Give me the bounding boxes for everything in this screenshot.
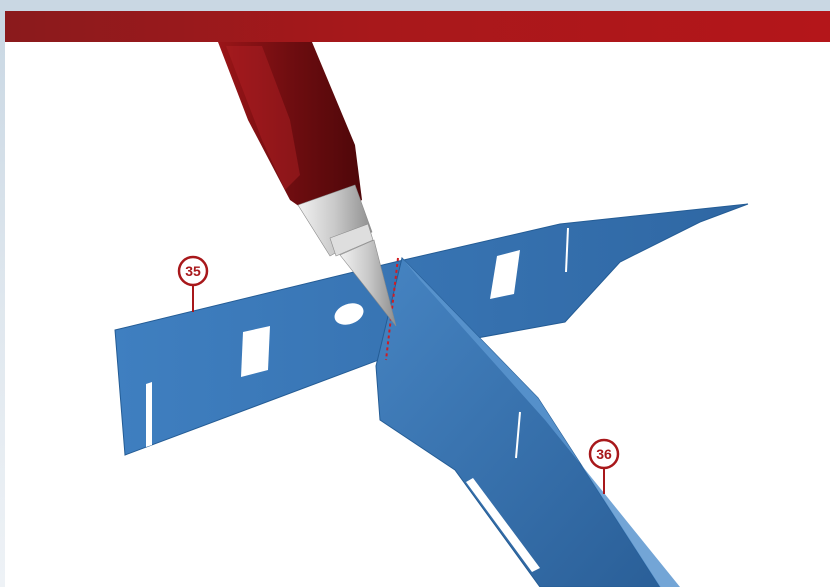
callout-36-label: 36 bbox=[596, 446, 612, 462]
top-strip bbox=[0, 0, 830, 11]
header-band bbox=[3, 11, 830, 42]
assembly-illustration: 35 36 bbox=[5, 42, 830, 587]
callout-35: 35 bbox=[179, 257, 207, 312]
rect-cutout bbox=[241, 326, 270, 377]
slot-cutout bbox=[146, 382, 152, 447]
callout-35-label: 35 bbox=[185, 263, 201, 279]
